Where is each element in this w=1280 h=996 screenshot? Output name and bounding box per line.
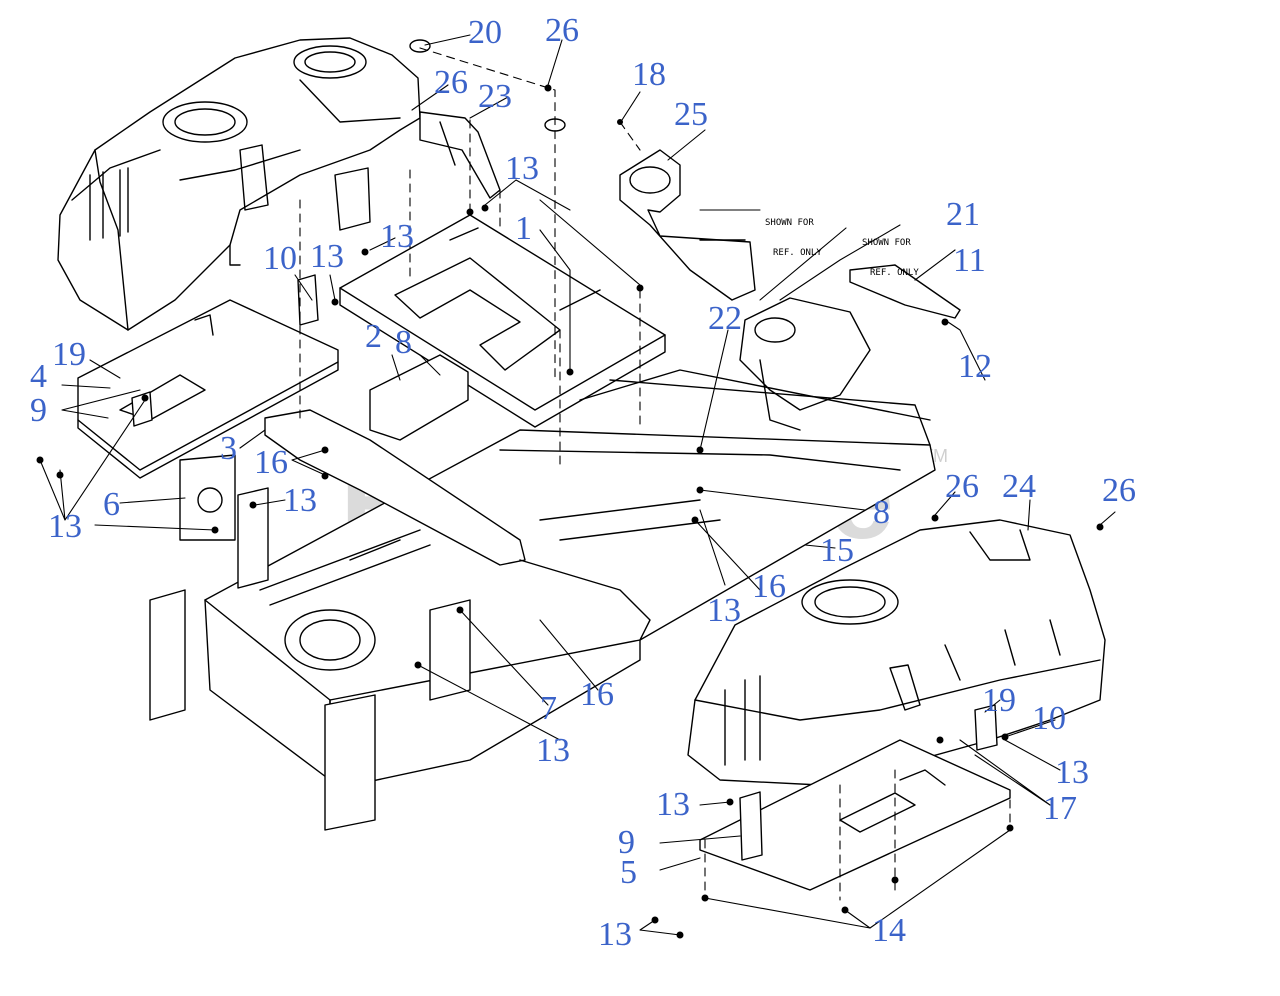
callout-21: 21 bbox=[946, 196, 980, 233]
callout-10: 10 bbox=[1032, 700, 1066, 737]
floor-plate-5 bbox=[699, 739, 1011, 891]
bracket-25 bbox=[619, 149, 756, 301]
callout-9: 9 bbox=[618, 824, 635, 861]
callout-12: 12 bbox=[958, 348, 992, 385]
callout-20: 20 bbox=[468, 14, 502, 51]
callout-17: 17 bbox=[1043, 790, 1077, 827]
callout-18: 18 bbox=[632, 56, 666, 93]
callout-5: 5 bbox=[620, 854, 637, 891]
callout-16: 16 bbox=[752, 568, 786, 605]
callout-26: 26 bbox=[945, 468, 979, 505]
callout-13: 13 bbox=[656, 786, 690, 823]
plugs-20 bbox=[409, 39, 566, 132]
callout-3: 3 bbox=[220, 430, 237, 467]
callout-4: 4 bbox=[30, 358, 47, 395]
callout-19: 19 bbox=[52, 336, 86, 373]
callout-1: 1 bbox=[515, 210, 532, 247]
callout-13: 13 bbox=[536, 732, 570, 769]
frame-posts bbox=[149, 454, 471, 831]
callout-14: 14 bbox=[872, 912, 906, 949]
bracket-23 bbox=[419, 111, 501, 199]
left-fender bbox=[57, 37, 421, 331]
callout-7: 7 bbox=[540, 690, 557, 727]
callout-2: 2 bbox=[365, 318, 382, 355]
main-frame bbox=[204, 369, 936, 791]
callout-15: 15 bbox=[820, 532, 854, 569]
reference-note-1: SHOWN FOR REF. ONLY bbox=[765, 198, 822, 278]
leader-lines bbox=[39, 34, 1116, 936]
callout-22: 22 bbox=[708, 300, 742, 337]
callout-19: 19 bbox=[982, 682, 1016, 719]
brackets-2-3 bbox=[264, 354, 651, 641]
callout-26: 26 bbox=[434, 64, 468, 101]
callout-13: 13 bbox=[505, 150, 539, 187]
callout-6: 6 bbox=[103, 486, 120, 523]
callout-13: 13 bbox=[1055, 754, 1089, 791]
note-line: SHOWN FOR bbox=[765, 218, 814, 228]
callout-13: 13 bbox=[283, 482, 317, 519]
callout-8: 8 bbox=[873, 494, 890, 531]
note-line: REF. ONLY bbox=[870, 268, 919, 278]
callout-10: 10 bbox=[263, 240, 297, 277]
seat-plate-1 bbox=[339, 214, 666, 428]
bracket-11 bbox=[849, 264, 961, 319]
callout-8: 8 bbox=[395, 324, 412, 361]
callout-13: 13 bbox=[380, 218, 414, 255]
note-line: SHOWN FOR bbox=[862, 238, 911, 248]
callout-26: 26 bbox=[1102, 472, 1136, 509]
callout-25: 25 bbox=[674, 96, 708, 133]
callout-11: 11 bbox=[953, 242, 986, 279]
callout-13: 13 bbox=[48, 508, 82, 545]
callout-16: 16 bbox=[254, 444, 288, 481]
callout-16: 16 bbox=[580, 676, 614, 713]
fasteners bbox=[36, 84, 1104, 939]
note-line: REF. ONLY bbox=[773, 248, 822, 258]
callout-13: 13 bbox=[598, 916, 632, 953]
assembly-lines bbox=[299, 47, 1011, 901]
bracket-22 bbox=[739, 297, 871, 431]
callout-23: 23 bbox=[478, 78, 512, 115]
callout-13: 13 bbox=[310, 238, 344, 275]
callout-13: 13 bbox=[707, 592, 741, 629]
callout-9: 9 bbox=[30, 392, 47, 429]
callout-24: 24 bbox=[1002, 468, 1036, 505]
reference-note-2: SHOWN FOR REF. ONLY bbox=[862, 218, 919, 298]
callout-26: 26 bbox=[545, 12, 579, 49]
